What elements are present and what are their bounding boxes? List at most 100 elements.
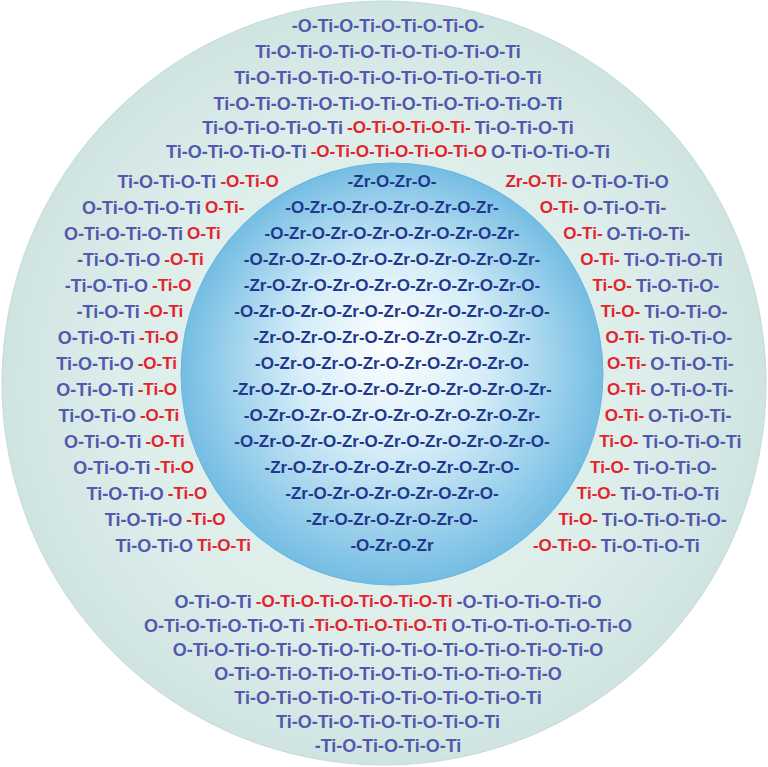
shell-formula: O-Ti-O-Ti- — [648, 406, 731, 427]
core-circle: -Zr-O-Zr-O--O-Zr-O-Zr-O-Zr-O-Zr-O-Zr--O-… — [180, 162, 604, 586]
shell-formula: O-Ti-O-Ti-O-Ti — [64, 224, 183, 245]
shell-formula: -Ti-O-Ti-O — [77, 250, 160, 271]
interface-formula: Ti-O- — [558, 510, 597, 530]
interface-formula: -O-Ti-O — [220, 172, 278, 192]
shell-formula: O-Ti-O-Ti-O-Ti — [491, 142, 610, 163]
interface-formula: O-Ti- — [607, 380, 646, 400]
core-formula: -O-Zr-O-Zr-O-Zr-O-Zr-O-Zr-O-Zr-O-Zr-O- — [234, 302, 549, 322]
shell-formula: Ti-O-Ti-O-Ti-O-Ti-O-Ti-O-Ti — [276, 712, 500, 733]
core-formula: -Zr-O-Zr-O- — [348, 172, 437, 192]
shell-formula: Ti-O-Ti-O-Ti-O-Ti-O-Ti-O-Ti-O-Ti-O-Ti — [234, 688, 541, 709]
shell-formula: O-Ti-O-Ti — [64, 432, 141, 453]
core-formula: -Zr-O-Zr-O-Zr-O-Zr-O-Zr-O-Zr-O-Zr-O-Zr- — [232, 380, 551, 400]
interface-formula: -Ti-O-Ti-O-Ti-O-Ti — [309, 616, 448, 636]
interface-formula: -O-Ti — [140, 406, 179, 426]
interface-formula: Ti-O- — [599, 432, 638, 452]
core-formula: -Zr-O-Zr-O-Zr-O-Zr-O-Zr-O-Zr-O-Zr-O- — [244, 276, 540, 296]
shell-formula: Ti-O-Ti-O-Ti — [601, 536, 700, 557]
shell-formula: Ti-O-Ti-O-Ti — [643, 432, 742, 453]
shell-formula: Ti-O-Ti-O-Ti-O- — [602, 510, 727, 531]
core-formula: -O-Zr-O-Zr-O-Zr-O-Zr-O-Zr-O-Zr-O-Zr- — [244, 250, 540, 270]
interface-formula: -Ti-O — [168, 484, 207, 504]
shell-formula: O-Ti-O-Ti — [56, 380, 133, 401]
interface-formula: -Ti-O — [139, 328, 178, 348]
shell-formula: Ti-O-Ti-O-Ti-O-Ti — [166, 142, 307, 163]
shell-formula: O-Ti-O-Ti — [73, 458, 150, 479]
shell-formula: O-Ti-O-Ti-O — [571, 172, 668, 193]
interface-formula: Ti-O-Ti — [197, 536, 251, 556]
shell-formula: Ti-O-Ti-O — [56, 354, 133, 375]
interface-formula: -O-Ti-O-Ti-O-Ti- — [347, 118, 471, 138]
shell-formula: O-Ti-O-Ti-O-Ti — [82, 198, 201, 219]
interface-formula: -O-Ti-O-Ti-O-Ti-O-Ti-O-Ti — [256, 592, 453, 612]
core-formula: -O-Zr-O-Zr-O-Zr-O-Zr-O-Zr-O-Zr- — [265, 224, 520, 244]
shell-formula: O-Ti-O-Ti-O-Ti-O-Ti-O-Ti-O-Ti-O-Ti-O-Ti-… — [214, 664, 561, 685]
core-formula: -Zr-O-Zr-O-Zr-O-Zr-O-Zr-O-Zr-O-Zr- — [253, 328, 531, 348]
shell-formula: O-Ti-O-Ti-O-Ti-O-Ti — [144, 616, 305, 637]
shell-formula: -O-Ti-O-Ti-O-Ti-O-Ti-O- — [292, 16, 485, 37]
shell-formula: O-Ti-O-Ti-O-Ti-O-Ti-O-Ti-O-Ti-O-Ti-O-Ti-… — [173, 640, 604, 661]
shell-formula: Ti-O-Ti-O-Ti — [117, 172, 216, 193]
interface-formula: Ti-O- — [590, 458, 629, 478]
interface-formula: -O-Ti — [138, 354, 177, 374]
shell-formula: Ti-O-Ti-O-Ti-O-Ti-O-Ti-O-Ti-O-Ti-O-Ti-O-… — [214, 94, 563, 115]
shell-formula: Ti-O-Ti-O-Ti — [620, 484, 719, 505]
shell-formula: -O-Ti-O-Ti-O-Ti-O — [457, 592, 602, 613]
shell-formula: -Ti-O-Ti-O-Ti-O-Ti — [315, 736, 462, 757]
interface-formula: Ti-O- — [577, 484, 616, 504]
shell-formula: Ti-O-Ti-O- — [649, 328, 732, 349]
interface-formula: Ti-O- — [601, 302, 640, 322]
shell-formula: O-Ti-O-Ti- — [650, 380, 733, 401]
shell-formula: Ti-O-Ti-O- — [633, 458, 716, 479]
core-formula: -O-Zr-O-Zr-O-Zr-O-Zr-O-Zr-O-Zr-O- — [255, 354, 529, 374]
shell-formula: Ti-O-Ti-O- — [644, 302, 727, 323]
shell-formula: Ti-O-Ti-O — [116, 536, 193, 557]
interface-formula: -O-Ti-O-Ti-O-Ti-O-Ti-O — [311, 142, 487, 162]
shell-formula: Ti-O-Ti-O- — [636, 276, 719, 297]
interface-formula: Zr-O-Ti- — [505, 172, 567, 192]
shell-formula: O-Ti-O-Ti — [58, 328, 135, 349]
interface-formula: O-Ti- — [606, 328, 645, 348]
interface-formula: -Ti-O — [138, 380, 177, 400]
interface-formula: -O-Ti — [164, 250, 203, 270]
core-formula: -Zr-O-Zr-O-Zr-O-Zr-O-Zr-O-Zr-O- — [265, 458, 520, 478]
interface-formula: -Ti-O — [155, 458, 194, 478]
interface-formula: O-Ti- — [607, 354, 646, 374]
core-formula: -O-Zr-O-Zr-O-Zr-O-Zr-O-Zr-O-Zr-O-Zr-O- — [234, 432, 549, 452]
shell-formula: O-Ti-O-Ti- — [583, 198, 666, 219]
shell-formula: Ti-O-Ti-O-Ti — [475, 118, 574, 139]
interface-formula: O-Ti- — [540, 198, 579, 218]
interface-formula: -Ti-O — [152, 276, 191, 296]
shell-formula: O-Ti-O-Ti — [174, 592, 251, 613]
interface-formula: O-Ti- — [563, 224, 602, 244]
interface-formula: -Ti-O — [186, 510, 225, 530]
circle-fill — [181, 163, 603, 585]
interface-formula: -O-Ti-O- — [533, 536, 597, 556]
shell-formula: Ti-O-Ti-O-Ti — [624, 250, 723, 271]
shell-formula: Ti-O-Ti-O-Ti-O-Ti — [202, 118, 343, 139]
interface-formula: -O-Ti — [144, 302, 183, 322]
core-formula: -Zr-O-Zr-O-Zr-O-Zr-O- — [306, 510, 478, 530]
shell-formula: -Ti-O-Ti-O — [65, 276, 148, 297]
shell-formula: Ti-O-Ti-O — [59, 406, 136, 427]
interface-formula: O-Ti — [187, 224, 221, 244]
shell-formula: O-Ti-O-Ti- — [607, 224, 690, 245]
interface-formula: O-Ti- — [205, 198, 244, 218]
interface-formula: O-Ti- — [605, 406, 644, 426]
core-formula: -Zr-O-Zr-O-Zr-O-Zr-O-Zr-O- — [285, 484, 498, 504]
shell-formula: O-Ti-O-Ti- — [650, 354, 733, 375]
interface-formula: Ti-O- — [593, 276, 632, 296]
shell-formula: Ti-O-Ti-O — [86, 484, 163, 505]
shell-formula: O-Ti-O-Ti-O-Ti-O-Ti-O — [451, 616, 632, 637]
shell-formula: -Ti-O-Ti — [77, 302, 140, 323]
interface-formula: -O-Ti — [145, 432, 184, 452]
shell-formula: Ti-O-Ti-O — [105, 510, 182, 531]
shell-formula: Ti-O-Ti-O-Ti-O-Ti-O-Ti-O-Ti-O-Ti — [255, 42, 521, 63]
core-formula: -O-Zr-O-Zr — [350, 536, 433, 556]
core-formula: -O-Zr-O-Zr-O-Zr-O-Zr-O-Zr-O-Zr-O-Zr- — [244, 406, 540, 426]
interface-formula: O-Ti- — [580, 250, 619, 270]
